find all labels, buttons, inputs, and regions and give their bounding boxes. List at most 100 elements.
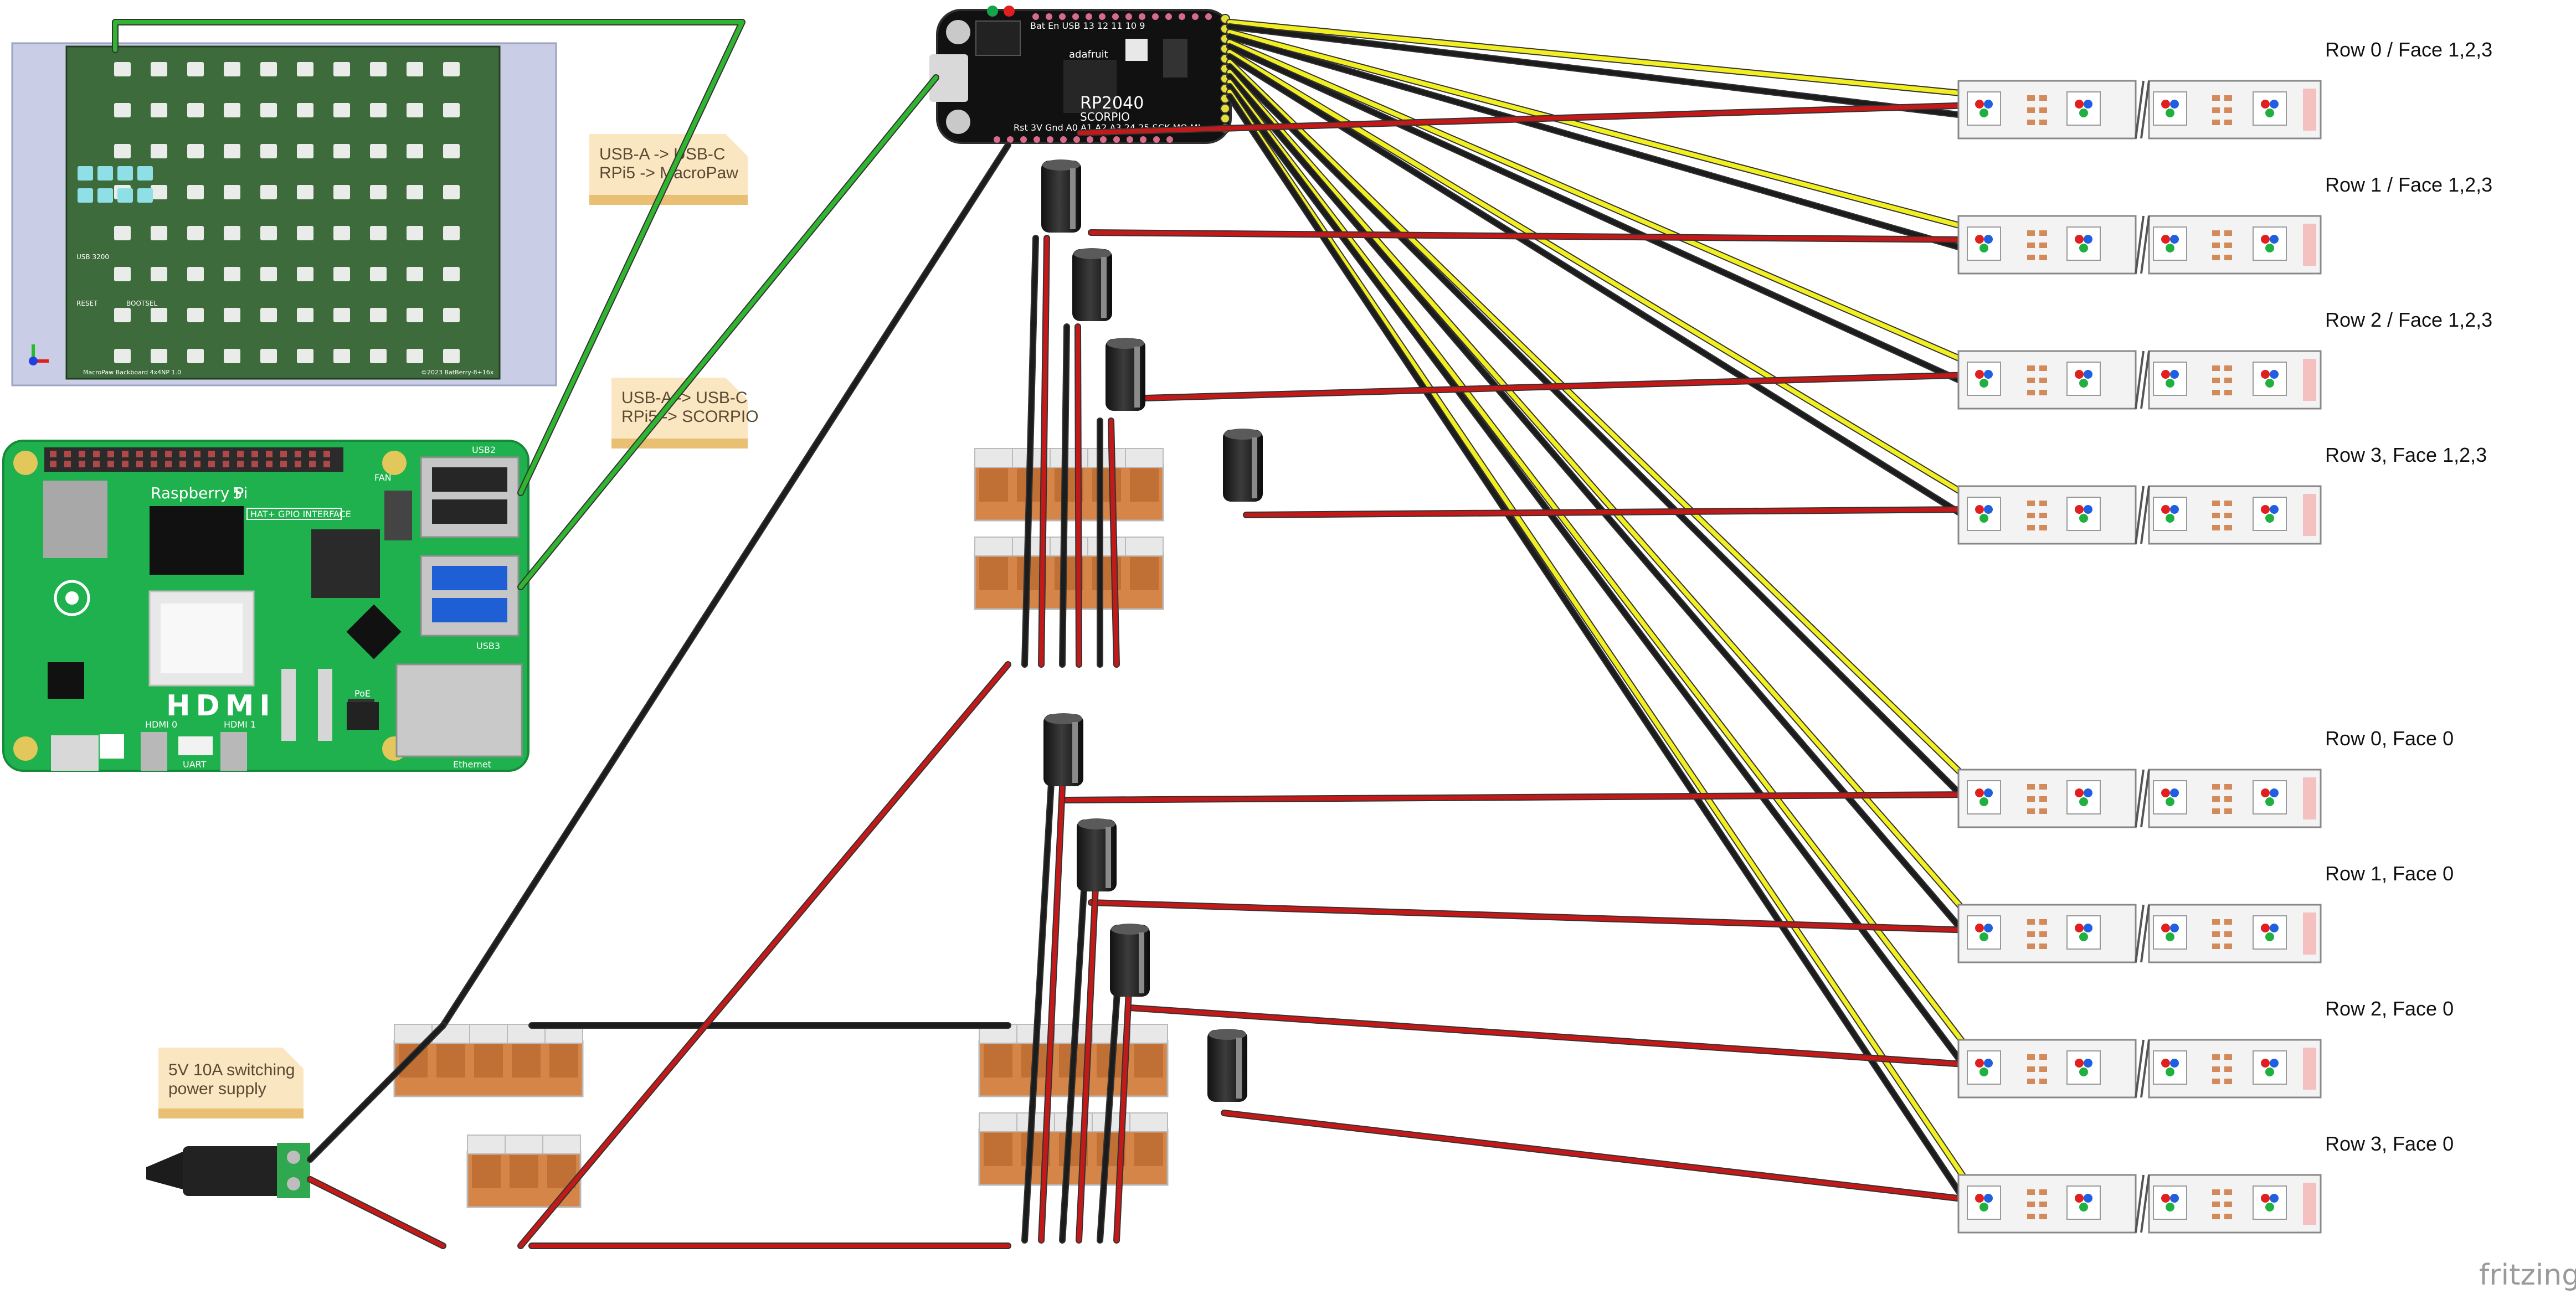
pin-pad <box>1125 13 1132 20</box>
resistor-pad <box>2212 919 2220 925</box>
resistor-pad <box>2027 1054 2035 1060</box>
led-die <box>2084 370 2092 379</box>
wago-clamp <box>974 537 1013 556</box>
wago-lever <box>979 557 1008 590</box>
resistor-pad <box>2224 230 2232 236</box>
led-strip-row-7: Row 3, Face 0 <box>1957 1132 2454 1234</box>
resistor-pad <box>2039 243 2047 248</box>
resistor-pad <box>2212 796 2220 802</box>
macropaw-key <box>297 185 313 199</box>
resistor-pad <box>2212 1214 2220 1219</box>
wago-clamp <box>1087 537 1126 556</box>
macropaw-led-key <box>78 166 93 181</box>
power-wire-row-2 <box>1122 373 1974 401</box>
led-die <box>2170 505 2179 514</box>
rpi-usb3-label: USB3 <box>476 641 500 651</box>
led-die <box>2079 109 2088 117</box>
resistor-pad <box>2212 1079 2220 1084</box>
strip-label-row-2: Row 2 / Face 1,2,3 <box>2325 308 2492 331</box>
wago-clamp <box>1087 448 1126 468</box>
scorpio-gnd-wire <box>441 143 1010 1028</box>
led-die <box>2270 924 2279 932</box>
led-die <box>2170 235 2179 244</box>
macropaw-key <box>151 185 167 199</box>
led-die <box>2084 235 2092 244</box>
macropaw-key <box>297 103 313 117</box>
led-die <box>2270 100 2279 109</box>
strip-break-mark <box>2140 769 2150 828</box>
led-die <box>2166 1068 2174 1076</box>
macropaw-key <box>260 144 277 158</box>
led-die <box>1975 505 1984 514</box>
cap-gnd-leg <box>1060 862 1088 1243</box>
wago-lever <box>474 1044 503 1078</box>
macropaw-key <box>333 185 350 199</box>
led-die <box>2265 379 2274 388</box>
strip-break-mark <box>2140 1039 2150 1098</box>
led-die <box>1979 1203 1988 1211</box>
pin-pad <box>1139 13 1145 20</box>
gnd-wire-row-4 <box>1227 64 1974 808</box>
led-die <box>2079 514 2088 523</box>
led-die <box>2075 924 2084 932</box>
led-die <box>2079 1203 2088 1211</box>
note-psu: 5V 10A switching power supply <box>158 1048 304 1118</box>
gpio-pin <box>323 461 330 467</box>
macropaw-key <box>187 308 204 322</box>
macropaw-key <box>333 144 350 158</box>
psu-5v-wire <box>308 1177 445 1248</box>
wago-clamp <box>974 448 1013 468</box>
resistor-pad <box>2212 1054 2220 1060</box>
strip-label-row-1: Row 1 / Face 1,2,3 <box>2325 173 2492 196</box>
wago-lever <box>436 1044 465 1078</box>
resistor-pad <box>2224 120 2232 125</box>
gpio-pin <box>280 451 287 457</box>
cap-gnd-leg <box>1060 324 1069 667</box>
capacitor-stripe <box>1139 932 1144 993</box>
scorpio-brand: adafruit <box>1069 49 1108 60</box>
macropaw-key <box>407 308 423 322</box>
macropaw-key <box>224 349 240 363</box>
resistor-pad <box>2039 525 2047 530</box>
resistor-pad <box>2212 944 2220 949</box>
resistor-pad <box>2039 120 2047 125</box>
wago-clamp <box>1129 1112 1168 1132</box>
led-die <box>1975 235 1984 244</box>
gpio-pin <box>107 451 114 457</box>
cap-5v-leg <box>1076 324 1081 667</box>
dc-barrel-jack <box>146 1143 310 1198</box>
led-die <box>1984 1059 1993 1068</box>
led-strip-row-1: Row 1 / Face 1,2,3 <box>1957 173 2492 275</box>
rpi-title: Raspberry Pi <box>151 484 248 502</box>
led-die <box>2161 505 2170 514</box>
resistor-pad <box>2039 1214 2047 1219</box>
resistor-pad <box>2224 243 2232 248</box>
macropaw-key <box>370 349 387 363</box>
resistor-pad <box>2224 1202 2232 1207</box>
macropaw-key <box>260 308 277 322</box>
led-strip-row-0: Row 0 / Face 1,2,3 <box>1957 38 2492 140</box>
gpio-pin <box>50 461 56 467</box>
data-wire-row-6 <box>1227 80 1974 1056</box>
resistor-pad <box>2224 107 2232 113</box>
led-die <box>2161 788 2170 797</box>
led-die <box>2265 932 2274 941</box>
capacitor-stripe <box>1236 1038 1242 1099</box>
resistor-pad <box>2027 796 2035 802</box>
led-die <box>2079 932 2088 941</box>
strip-break-mark <box>2140 215 2150 274</box>
resistor-pad <box>2212 107 2220 113</box>
pin-pad <box>1127 136 1133 143</box>
gpio-pin <box>280 461 287 467</box>
gpio-header <box>50 451 330 467</box>
led-strip-row-6: Row 2, Face 0 <box>1957 997 2454 1099</box>
resistor-pad <box>2039 378 2047 383</box>
resistor-pad <box>2224 1214 2232 1219</box>
macropaw-key <box>260 62 277 76</box>
gnd-wire-row-2 <box>1227 44 1974 388</box>
resistor-pad <box>2027 525 2035 530</box>
macropaw-key <box>151 144 167 158</box>
wago-lever <box>984 1044 1012 1078</box>
resistor-pad <box>2212 1189 2220 1195</box>
